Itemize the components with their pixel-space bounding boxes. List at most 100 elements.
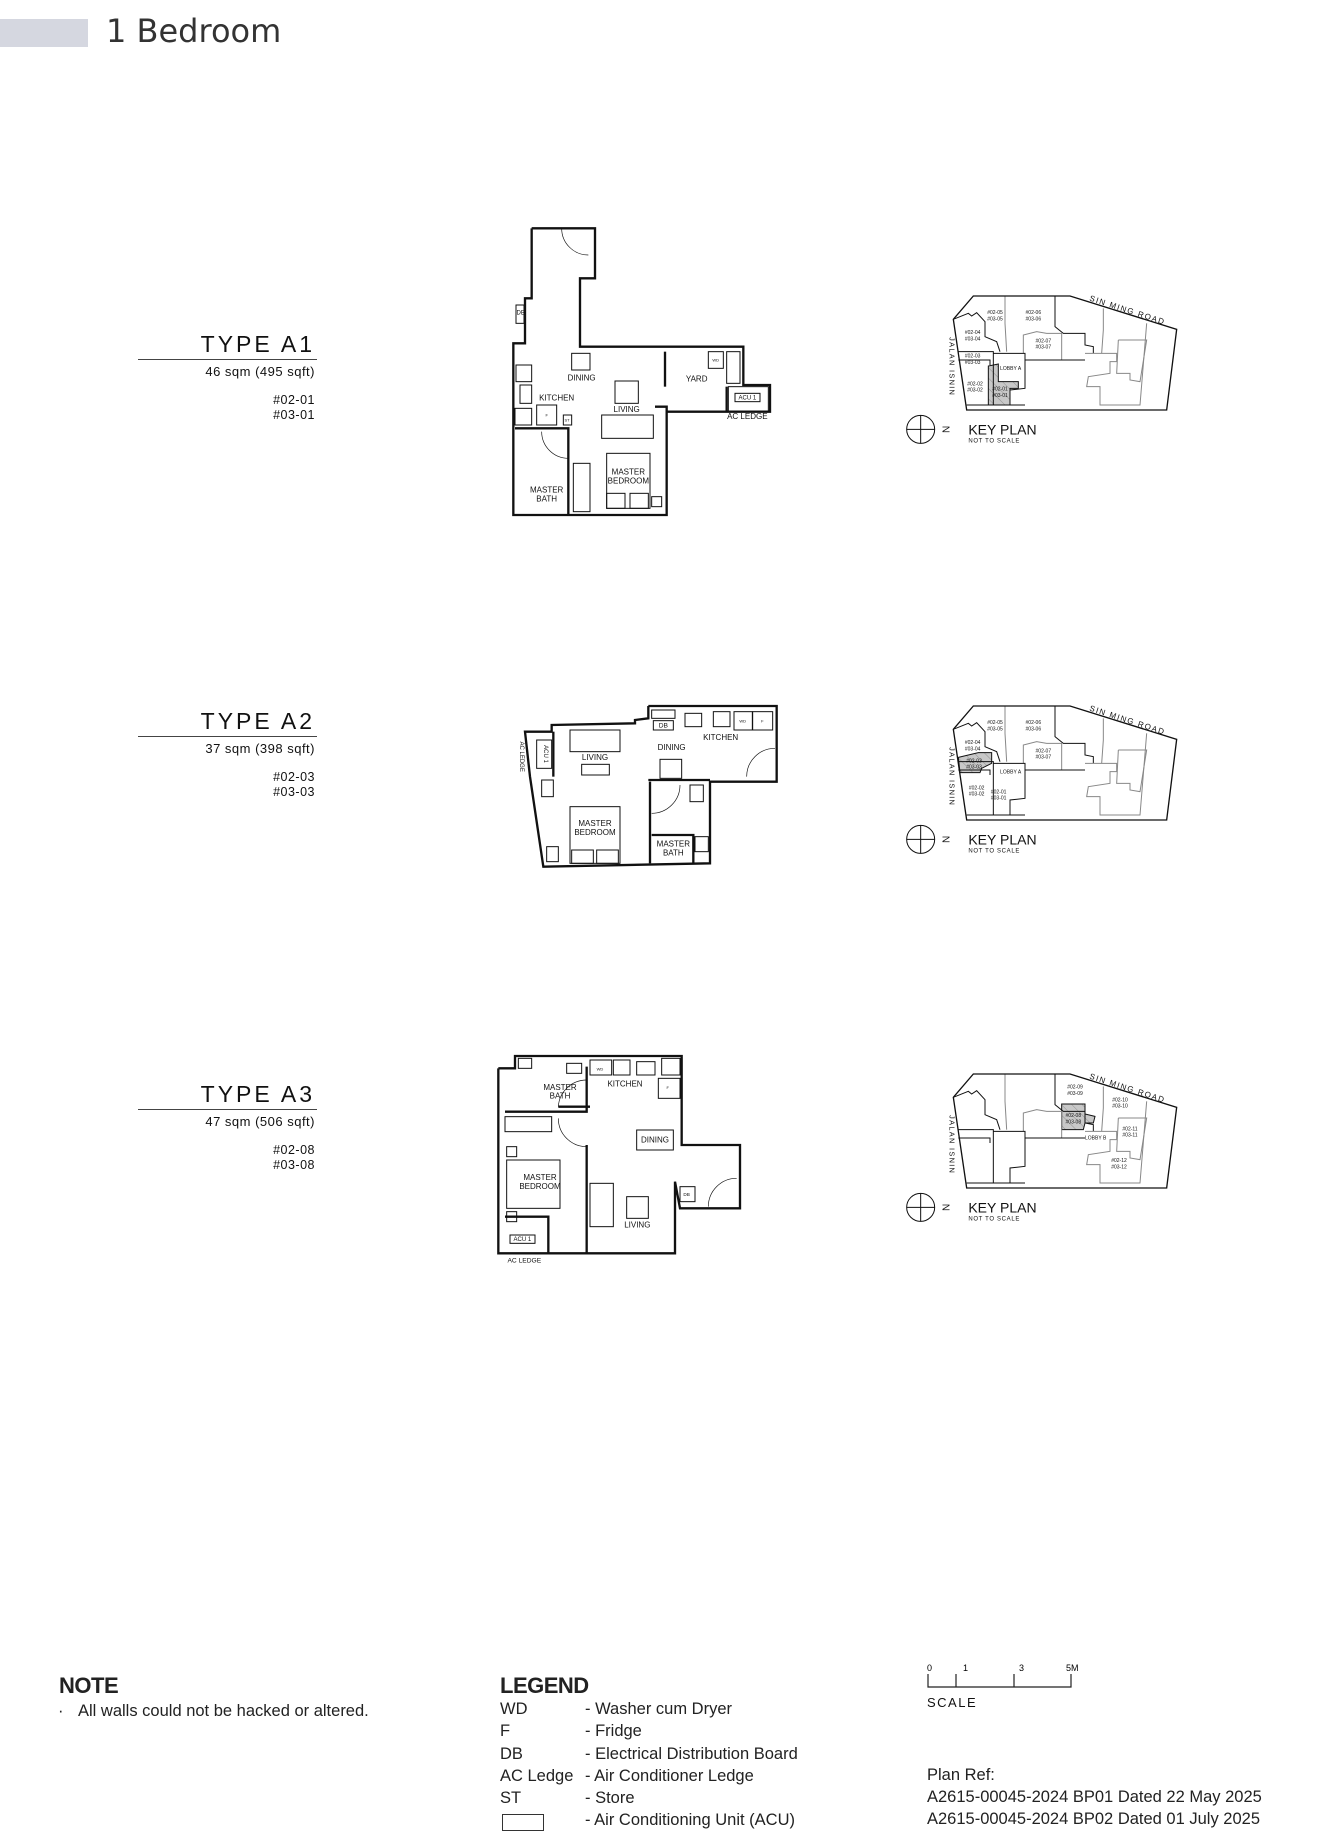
legend-description: Washer cum Dryer [595,1700,733,1718]
key-plan-unit-label: #02-01 [991,789,1007,795]
key-plan-boundary [953,312,1001,352]
fixture [707,351,724,369]
north-label: N [940,836,951,843]
room-label: KITCHEN [607,1080,642,1089]
key-plan-type-a2: #02-05#03-05#02-06#03-06#02-04#03-04#02-… [906,704,1178,855]
fixture [636,1061,656,1076]
wall [655,405,668,412]
fixture [601,414,654,439]
wall [505,1066,588,1113]
unit-number: #03-01 [273,408,315,422]
key-plan-subtitle: NOT TO SCALE [968,439,1020,445]
key-plan-boundary [958,1129,994,1183]
key-plan-boundary [1054,296,1094,354]
floor-plan-type-a3: MASTERBATHKITCHENDININGMASTERBEDROOMLIVI… [497,1054,742,1265]
room-label: MASTER [612,467,646,476]
key-plan-unit-label: #02-07 [1036,748,1052,754]
fixture [596,849,619,864]
legend-dash: - [585,1789,596,1807]
key-plan-boundary [1101,308,1104,354]
fixture [562,414,573,426]
type-area: 37 sqm (398 sqft) [205,741,315,756]
legend-dash: - [585,1745,596,1763]
wall [523,704,778,868]
fixture [536,739,553,769]
key-plan-unit-label: #02-12 [1111,1158,1127,1164]
key-plan-unit-label: #03-03 [965,360,981,366]
room-label: BATH [550,1092,571,1101]
legend-description: Store [595,1789,635,1807]
fixture [506,1159,561,1209]
north-compass-icon [906,1192,936,1222]
fixture [569,806,621,864]
fixture [589,1182,614,1228]
room-label: LIVING [624,1221,650,1230]
divider [138,1109,317,1110]
room-label: BATH [536,495,557,504]
key-plan-boundary [958,761,994,815]
room-label: ACU 1 [738,395,756,401]
divider [138,359,317,360]
room-label: DB [683,1192,689,1197]
legend-description: Air Conditioner Ledge [594,1767,754,1785]
unit-numbers: #02-03 #03-03 [138,770,317,800]
key-plan-unit-label: #02-07 [1036,338,1052,344]
fixture [614,380,639,404]
fixture [541,779,554,798]
key-plan-boundary [1101,718,1104,764]
wall [515,427,570,515]
door-swing-icon [708,1178,737,1207]
room-label: ACU 1 [513,1237,531,1243]
scale-tick-label: 0 [927,1663,932,1673]
fixture [626,1196,649,1219]
fixture [657,1077,681,1099]
fixture [629,492,649,509]
fixture [726,351,741,384]
fixture [571,849,594,864]
room-label: F [666,1085,669,1090]
lobby-label: LOBBY A [1000,366,1022,372]
unit-numbers: #02-01 #03-01 [138,393,317,423]
key-plan-boundary [958,359,991,365]
key-plan-boundary [993,1130,1026,1183]
room-label: DB [516,310,524,316]
key-plan-unit-label: #03-02 [967,388,983,394]
door-swing-icon [651,784,681,814]
fixture [636,1129,674,1151]
fixture [659,758,683,779]
key-plan-boundary [1004,706,1008,762]
key-plan-unit-label: #03-04 [965,746,981,752]
room-label: AC LEDGE [727,412,767,421]
door-swing-icon [558,1079,587,1107]
road-label: JALAN ISNIN [947,337,956,396]
key-plan-unit-label: #02-05 [987,720,1003,726]
key-plan-boundary [1116,1117,1148,1161]
room-label: DB [659,723,669,730]
key-plan-unit-label: #03-07 [1036,755,1052,761]
key-plan-boundary [953,722,1001,762]
scale-bar: 0 1 3 5M [927,1663,1079,1688]
divider [138,736,317,737]
fixture [571,352,591,371]
compass-cross [906,1193,935,1222]
key-plan-type-a3: #02-09#03-09#02-10#03-10#02-08#03-08#02-… [906,1072,1178,1223]
key-plan-unit-label: #02-10 [1112,1097,1128,1103]
title-accent-bar [0,19,88,47]
north-compass-icon [906,414,936,444]
key-plan-unit-label: #03-09 [1067,1091,1083,1097]
key-plan-unit-label: #03-08 [1066,1119,1082,1125]
lobby-label: LOBBY A [1000,769,1022,775]
type-name: TYPE A1 [200,331,315,357]
scale-label: SCALE [927,1695,978,1710]
unit-numbers: #02-08 #03-08 [138,1143,317,1173]
plan-ref-heading: Plan Ref: [927,1766,995,1784]
key-plan-unit-label: #03-03 [966,765,982,771]
door-swing-icon [541,431,569,459]
legend-desc: - Fridge [585,1722,642,1741]
scale-line [927,1674,1072,1688]
fixture [752,711,774,731]
type-a2-info: TYPE A2 37 sqm (398 sqft) #02-03 #03-03 [138,708,317,800]
legend-abbr: DB [500,1745,523,1763]
key-plan-boundary [1116,749,1148,793]
key-plan-unit-label: #03-01 [992,393,1008,399]
